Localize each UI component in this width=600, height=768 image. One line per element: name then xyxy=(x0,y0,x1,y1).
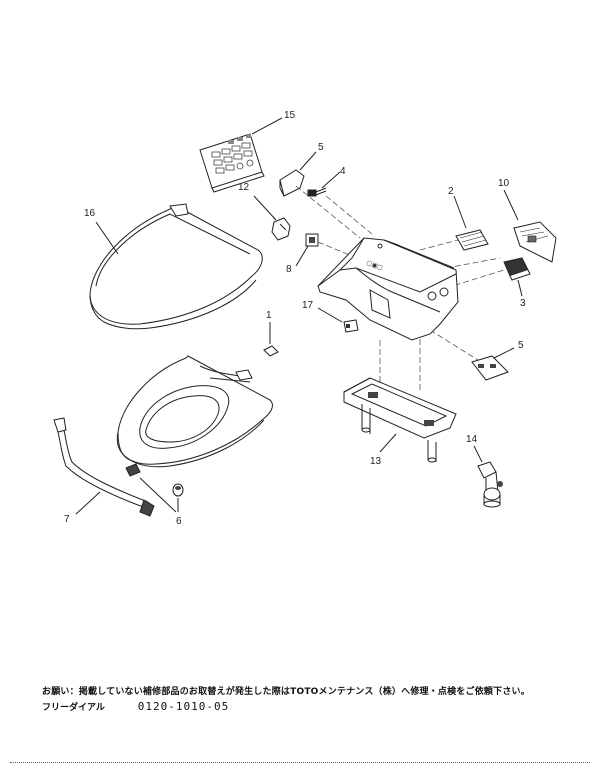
part-screw-4 xyxy=(307,187,327,197)
part-main-body: ▢▣▢ xyxy=(317,237,459,341)
leader-16 xyxy=(95,221,119,255)
part-lid-16 xyxy=(89,203,263,330)
part-remote-control xyxy=(199,133,265,193)
callout-14: 7 xyxy=(64,514,70,525)
part-seat-ring xyxy=(116,355,273,468)
leader-7 xyxy=(473,445,483,463)
part-cover-10 xyxy=(513,221,557,263)
part-connector-8 xyxy=(305,233,319,247)
callout-1: 1 xyxy=(266,310,272,321)
part-small-1 xyxy=(263,345,279,357)
contact-line: フリーダイアル 0120-1010-05 xyxy=(42,700,229,713)
leader-14 xyxy=(75,491,101,515)
leader-5-right xyxy=(493,347,515,359)
leader-2 xyxy=(453,195,467,229)
leader-5-top xyxy=(299,151,317,171)
callout-6: 6 xyxy=(176,516,182,527)
callout-5-top: 5 xyxy=(318,142,324,153)
callout-17: 17 xyxy=(302,300,314,311)
part-filter-2 xyxy=(455,229,489,251)
callout-10: 10 xyxy=(498,178,510,189)
part-bumper-6 xyxy=(125,463,184,497)
callout-4: 4 xyxy=(340,166,346,177)
callout-3: 3 xyxy=(520,298,526,309)
leader-13 xyxy=(379,433,397,453)
callout-8: 8 xyxy=(286,264,292,275)
leader-4 xyxy=(321,171,341,189)
callout-2: 2 xyxy=(448,186,454,197)
part-clip-12 xyxy=(271,217,291,241)
callout-15: 15 xyxy=(284,110,296,121)
phone-number: 0120-1010-05 xyxy=(137,700,230,713)
bottom-dotted-rule xyxy=(10,762,590,763)
callout-12: 12 xyxy=(238,182,250,193)
part-hose-14 xyxy=(53,417,155,517)
callout-5-right: 5 xyxy=(518,340,524,351)
leader-3 xyxy=(517,279,523,297)
part-filter-3 xyxy=(503,257,531,281)
part-base-plate-13 xyxy=(343,377,457,463)
part-bracket-5-top xyxy=(279,169,305,197)
leader-15 xyxy=(251,117,283,135)
part-hook-17 xyxy=(343,319,359,333)
part-bracket-5-right xyxy=(471,355,509,381)
free-dial-label: フリーダイアル xyxy=(42,703,105,713)
repair-notice: お願い：掲載していない補修部品のお取替えが発生した際はTOTOメンテナンス（株）… xyxy=(42,687,530,697)
leader-10 xyxy=(503,189,519,221)
leader-6a xyxy=(139,477,177,513)
callout-16: 16 xyxy=(84,208,96,219)
leader-17 xyxy=(317,307,343,323)
part-valve-7 xyxy=(477,461,503,508)
callout-7: 14 xyxy=(466,434,478,445)
leader-12 xyxy=(253,195,277,221)
leader-8 xyxy=(295,245,309,267)
callout-13: 13 xyxy=(370,456,382,467)
